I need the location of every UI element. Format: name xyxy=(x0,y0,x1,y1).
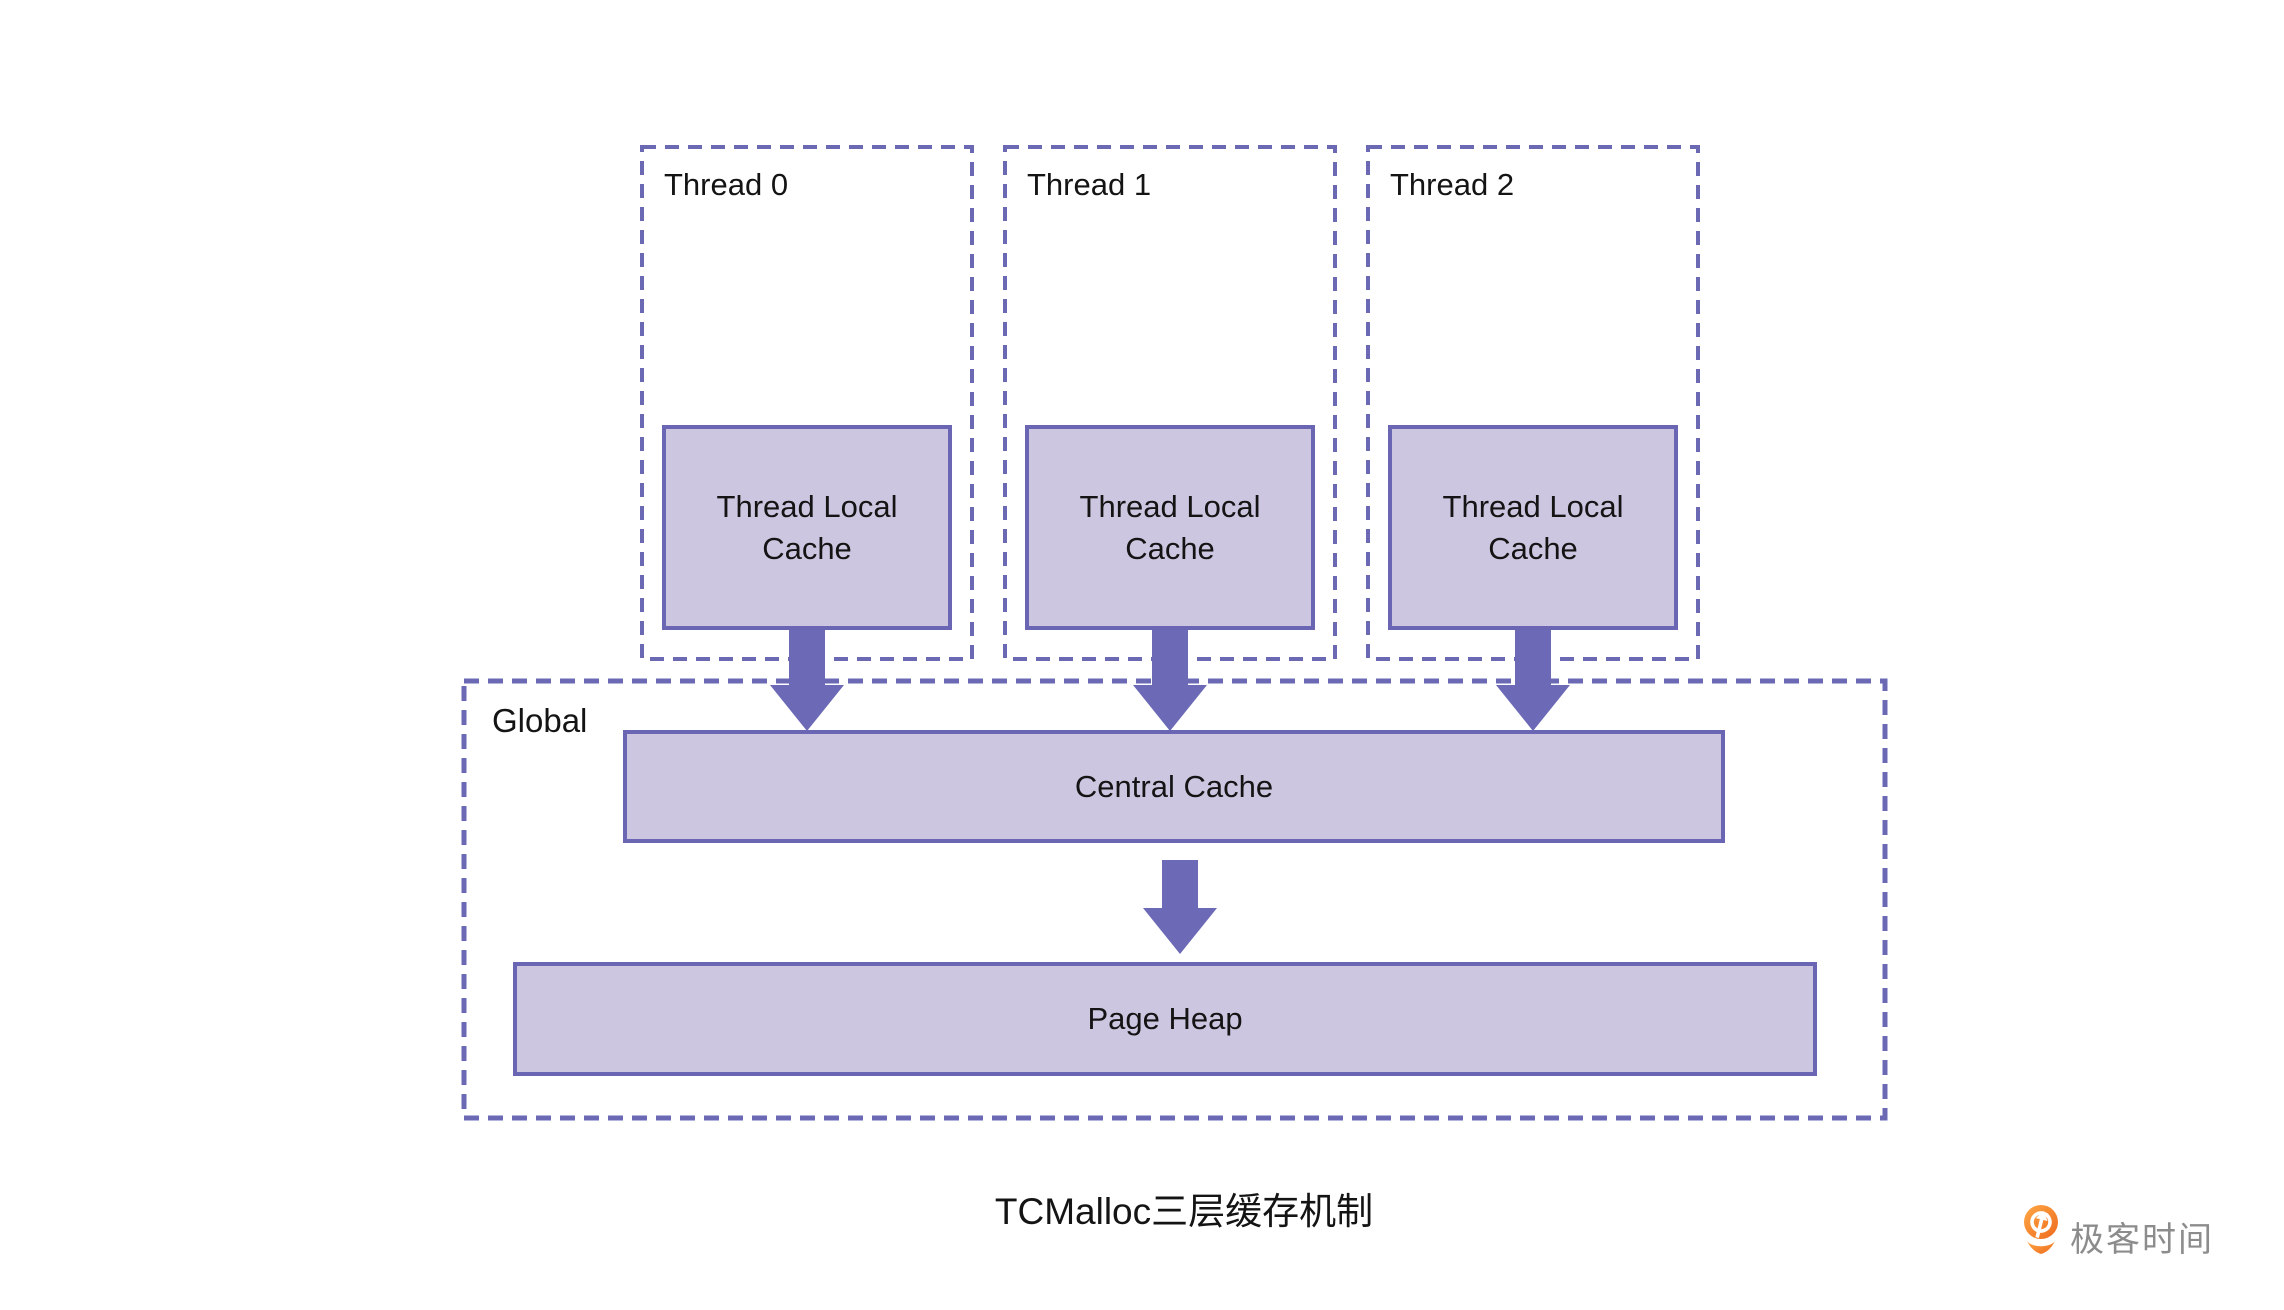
diagram-caption: TCMalloc三层缓存机制 xyxy=(994,1191,1374,1232)
thread-local-cache-1-box: Thread Local Cache xyxy=(1025,425,1315,630)
thread-0-label: Thread 0 xyxy=(664,167,789,202)
geektime-logo: 极客时间 xyxy=(2022,1204,2214,1261)
thread-2-dashed-box xyxy=(1366,145,1700,661)
geektime-logo-text: 极客时间 xyxy=(2070,1221,2214,1259)
geektime-pin-arrow-icon xyxy=(2024,1205,2058,1254)
thread-0-dashed-box xyxy=(640,145,974,661)
central-cache-box: Central Cache xyxy=(623,730,1725,843)
arrow-thread1-to-central xyxy=(1133,630,1207,731)
arrow-central-to-pageheap xyxy=(1143,860,1217,954)
thread-local-cache-2-box: Thread Local Cache xyxy=(1388,425,1678,630)
arrow-thread0-to-central xyxy=(770,630,844,731)
thread-2-label: Thread 2 xyxy=(1390,167,1515,202)
arrow-thread2-to-central xyxy=(1496,630,1570,731)
global-label: Global xyxy=(492,702,588,739)
thread-local-cache-0-box: Thread Local Cache xyxy=(662,425,952,630)
page-heap-box: Page Heap xyxy=(513,962,1817,1076)
thread-1-label: Thread 1 xyxy=(1027,167,1152,202)
thread-1-dashed-box xyxy=(1003,145,1337,661)
